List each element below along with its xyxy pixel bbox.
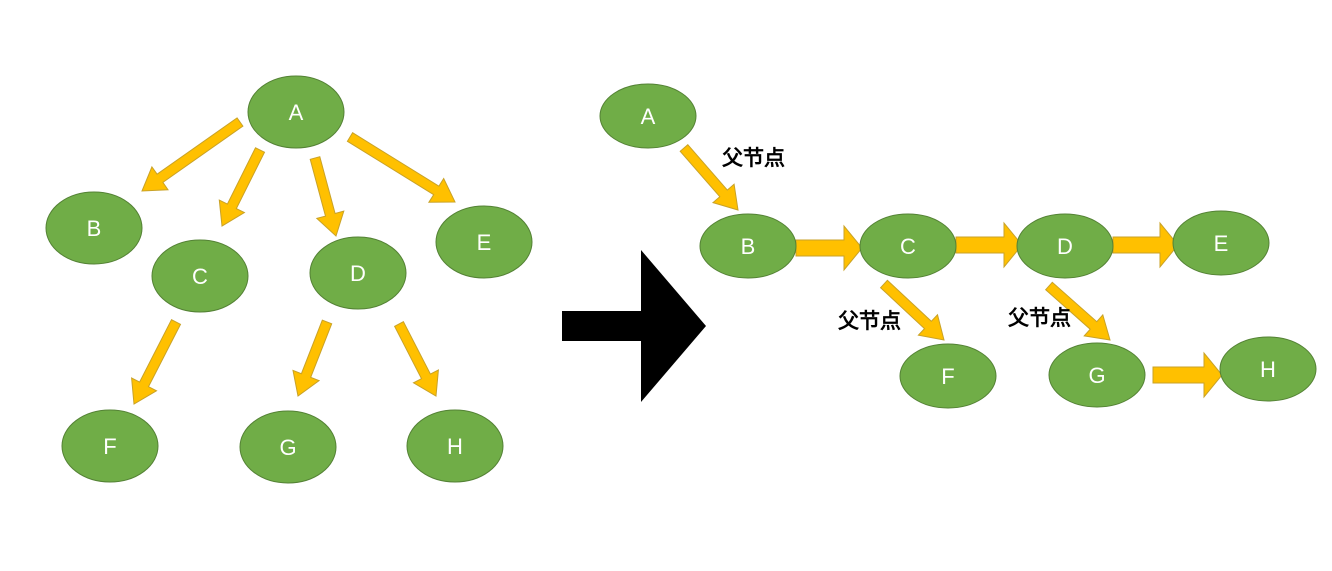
node-tree-e: E <box>435 205 533 279</box>
node-tree-g: G <box>239 410 337 484</box>
node-tree-a-label: A <box>289 100 304 125</box>
edge-arrow-tree-d-g <box>292 319 333 397</box>
node-list-c: C <box>859 213 957 279</box>
node-tree-g-label: G <box>279 435 296 460</box>
edge-arrow-tree-d-h <box>393 321 439 397</box>
left-tree: A B C D E F G H <box>45 75 533 484</box>
edge-label-c-f: 父节点 <box>838 309 901 333</box>
node-list-f-label: F <box>941 364 954 389</box>
node-tree-c-label: C <box>192 264 208 289</box>
edge-arrow-list-d-g <box>1044 281 1111 341</box>
node-tree-b-label: B <box>87 216 102 241</box>
node-tree-h-label: H <box>447 434 463 459</box>
node-tree-b: B <box>45 191 143 265</box>
node-tree-c: C <box>151 239 249 313</box>
node-tree-d: D <box>309 236 407 310</box>
edge-label-d-g: 父节点 <box>1008 306 1071 330</box>
node-list-h: H <box>1219 336 1317 402</box>
node-list-a: A <box>599 83 697 149</box>
node-tree-e-label: E <box>477 230 492 255</box>
node-list-h-label: H <box>1260 357 1276 382</box>
node-list-d-label: D <box>1057 234 1073 259</box>
node-list-a-label: A <box>641 104 656 129</box>
edge-arrow-tree-a-e <box>346 132 456 203</box>
node-list-e-label: E <box>1214 231 1229 256</box>
node-list-g: G <box>1048 342 1146 408</box>
edge-arrow-list-c-f <box>879 279 945 341</box>
edge-arrow-tree-c-f <box>131 319 182 405</box>
node-tree-a: A <box>247 75 345 149</box>
edge-arrow-list-g-h <box>1152 351 1223 399</box>
edge-arrow-list-a-b <box>679 143 739 211</box>
node-list-e: E <box>1172 210 1270 276</box>
edge-label-a-b: 父节点 <box>722 146 785 170</box>
node-list-f: F <box>899 343 997 409</box>
edge-arrow-tree-a-c <box>218 147 266 227</box>
node-list-g-label: G <box>1088 363 1105 388</box>
edge-arrow-tree-a-b <box>141 117 244 192</box>
edge-arrow-list-b-c <box>795 224 863 272</box>
node-list-b-label: B <box>741 234 756 259</box>
edge-labels: 父节点 父节点 父节点 <box>722 146 1071 333</box>
node-tree-h: H <box>406 409 504 483</box>
edge-arrow-list-c-d <box>955 221 1023 269</box>
edge-arrow-list-d-e <box>1112 221 1179 269</box>
node-list-c-label: C <box>900 234 916 259</box>
node-tree-f: F <box>61 409 159 483</box>
node-list-d: D <box>1016 213 1114 279</box>
node-list-b: B <box>699 213 797 279</box>
right-structure: A B C D E F G H <box>599 83 1317 409</box>
node-tree-f-label: F <box>103 434 116 459</box>
edge-arrow-tree-a-d <box>309 156 345 237</box>
transform-arrow <box>562 250 706 402</box>
node-tree-d-label: D <box>350 261 366 286</box>
